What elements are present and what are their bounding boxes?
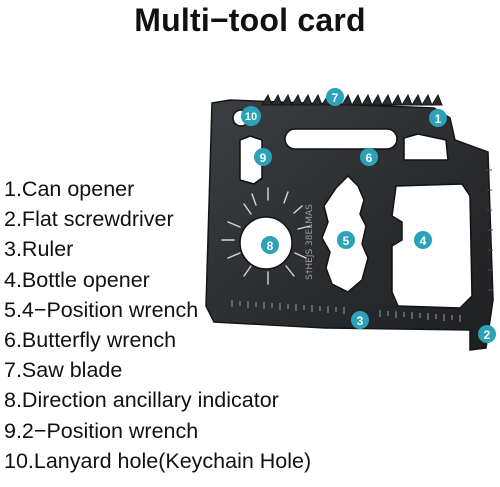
legend-item: 8.Direction ancillary indicator	[4, 388, 279, 413]
legend-item: 10.Lanyard hole(Keychain Hole)	[4, 448, 312, 473]
legend-item: 1.Can opener	[4, 177, 135, 201]
legend-item: 3.Ruler	[4, 237, 74, 262]
marker-label-7: 7	[332, 91, 339, 105]
tool-legend: 1.Can opener 2.Flat screwdriver 3.Ruler …	[4, 174, 311, 476]
butterfly-wrench-slot	[284, 128, 398, 150]
legend-item: 9.2−Position wrench	[4, 418, 199, 443]
can-opener-notch	[403, 133, 449, 161]
saw-teeth	[261, 93, 443, 107]
callout-marker-3: 3	[351, 311, 369, 329]
marker-label-9: 9	[260, 151, 267, 165]
legend-item: 2.Flat screwdriver	[4, 207, 174, 232]
callout-marker-5: 5	[337, 231, 355, 249]
bottle-opener-cutout	[391, 183, 473, 309]
callout-marker-1: 1	[429, 109, 447, 127]
callout-marker-10: 10	[241, 106, 261, 126]
two-position-wrench-cutout	[239, 135, 263, 185]
legend-item: 4.Bottle opener	[4, 267, 150, 292]
marker-label-6: 6	[366, 151, 373, 165]
callout-marker-7: 7	[326, 88, 344, 106]
callout-marker-8: 8	[261, 236, 279, 254]
card-engraving: S†HEJS 38ELMAS	[305, 204, 315, 280]
marker-label-10: 10	[245, 111, 257, 123]
marker-label-1: 1	[435, 112, 442, 126]
screwdriver-edge	[486, 169, 493, 291]
direction-indicator-marks	[221, 187, 311, 285]
page-title: Multi−tool card	[134, 2, 366, 38]
ruler-ticks	[231, 300, 461, 322]
marker-label-3: 3	[357, 314, 364, 328]
callout-marker-4: 4	[414, 231, 432, 249]
marker-label-4: 4	[420, 234, 427, 248]
callout-marker-6: 6	[360, 148, 378, 166]
marker-label-2: 2	[484, 328, 491, 342]
callout-marker-2: 2	[478, 325, 496, 343]
legend-item: 6.Butterfly wrench	[4, 328, 177, 353]
marker-label-5: 5	[343, 234, 350, 248]
callout-marker-9: 9	[254, 148, 272, 166]
marker-label-8: 8	[267, 239, 274, 253]
legend-item: 7.Saw blade	[4, 358, 123, 383]
legend-item: 5.4−Position wrench	[4, 297, 199, 322]
